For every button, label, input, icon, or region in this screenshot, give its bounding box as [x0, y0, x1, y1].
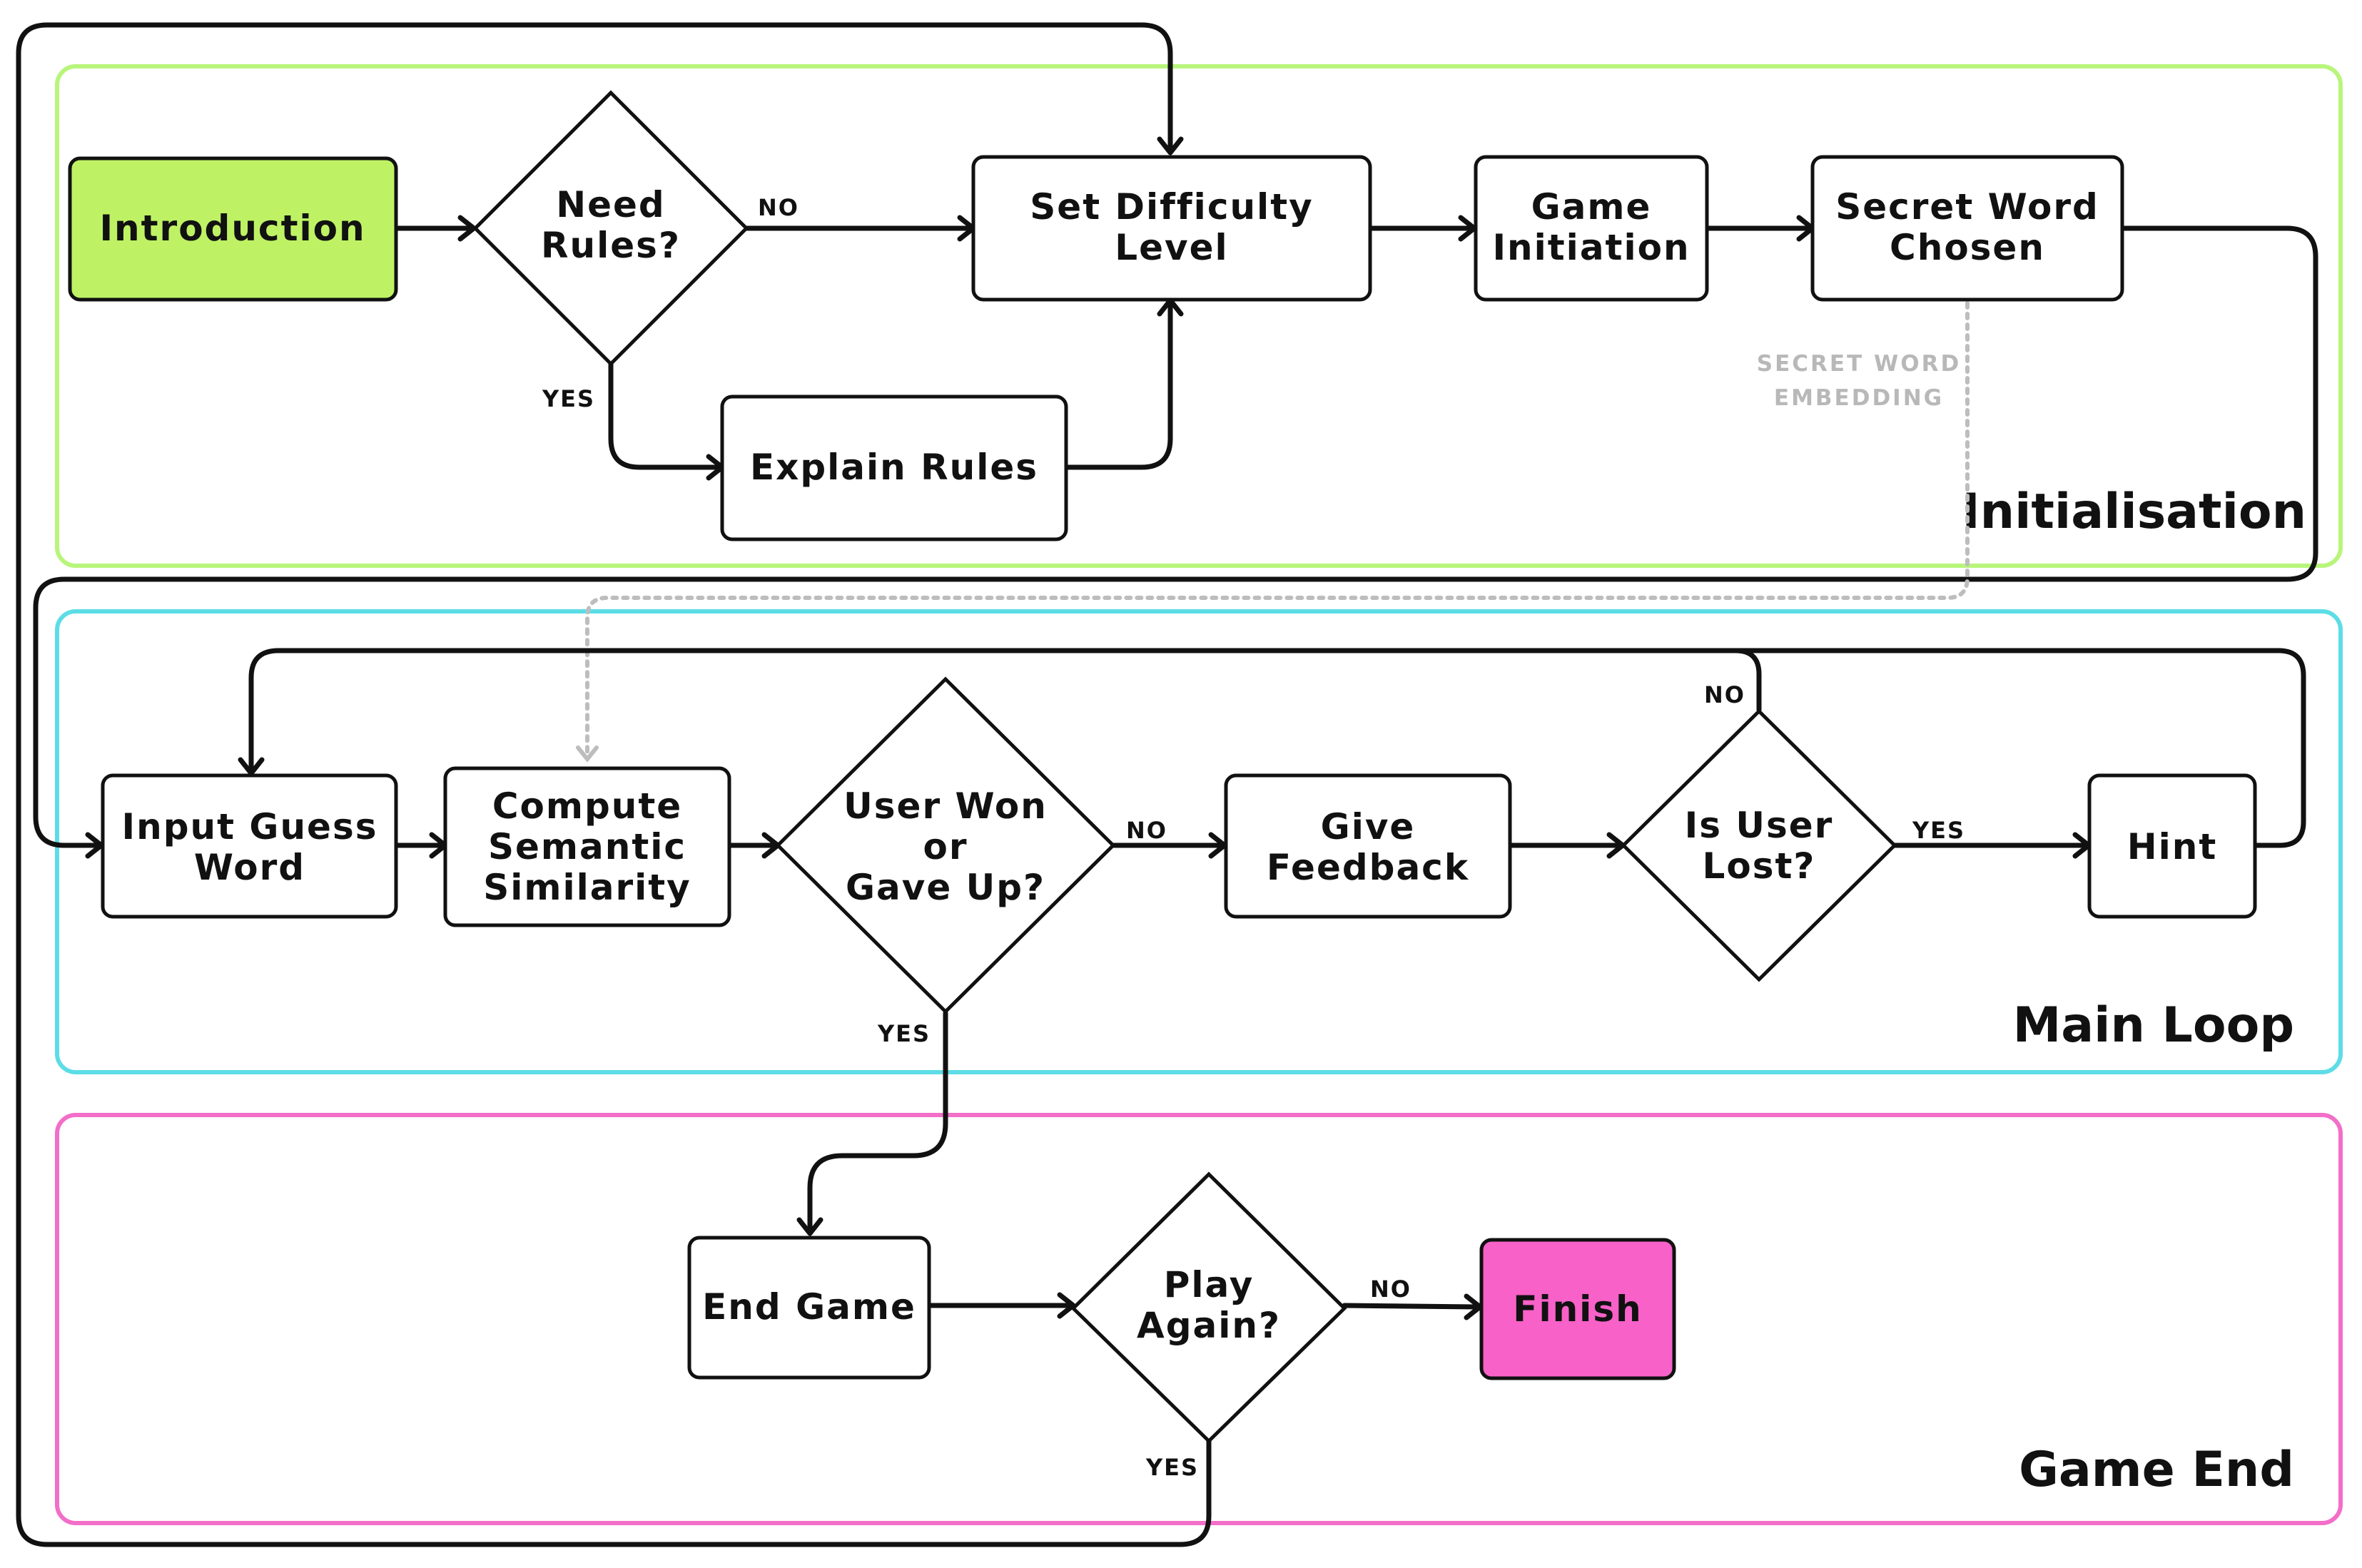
need-rules-label: Need	[556, 184, 665, 225]
edge-label-user-won-yes: YES	[877, 1020, 931, 1047]
end-game-node	[687, 1236, 931, 1380]
edge-user-won-to-end-game	[807, 1010, 948, 1233]
compute-similarity-label: Semantic	[488, 826, 686, 867]
game-initiation-node	[1474, 155, 1709, 302]
edge-label-play-again-no: NO	[1370, 1276, 1411, 1303]
main-loop-section-label: Main Loop	[2013, 997, 2294, 1054]
secret-word-chosen-node	[1810, 155, 2124, 302]
explain-rules-label: Explain Rules	[750, 447, 1038, 488]
set-difficulty-node	[971, 155, 1372, 302]
explain-rules-node	[720, 394, 1068, 541]
set-difficulty-label: Level	[1115, 227, 1228, 268]
edge-need-rules-to-explain-rules	[608, 361, 722, 470]
user-won-label: Gave Up?	[846, 867, 1045, 908]
edge-label-need-rules-yes: YES	[542, 385, 595, 412]
finish-label: Finish	[1513, 1288, 1642, 1330]
secret-word-embedding-label: EMBEDDING	[1774, 385, 1944, 411]
secret-word-chosen-label: Secret Word	[1835, 186, 2099, 228]
need-rules-label: Rules?	[541, 225, 681, 266]
play-again-label: Again?	[1137, 1305, 1281, 1346]
play-again-decision	[1070, 1171, 1347, 1444]
edge-label-user-lost-yes: YES	[1912, 817, 1965, 844]
arrowhead	[238, 757, 265, 776]
introduction-node	[68, 156, 398, 302]
main-loop-section	[55, 609, 2343, 1074]
give-feedback-label: Give	[1321, 806, 1416, 847]
end-game-label: End Game	[702, 1286, 916, 1328]
user-lost-decision	[1621, 708, 1897, 982]
finish-node	[1479, 1238, 1676, 1380]
edge-label-play-again-yes: YES	[1145, 1454, 1199, 1481]
secret-word-embedding-label: SECRET WORD	[1757, 351, 1961, 377]
arrowhead	[1157, 136, 1184, 156]
edge-secret-word-embedding	[585, 301, 1970, 758]
input-guess-word-label: Word	[194, 847, 305, 888]
hint-label: Hint	[2127, 826, 2217, 867]
introduction-label: Introduction	[99, 208, 365, 249]
edge-label-user-won-no: NO	[1126, 817, 1167, 844]
compute-similarity-label: Compute	[492, 785, 682, 827]
game-end-section-label: Game End	[2019, 1442, 2294, 1498]
user-lost-label: Lost?	[1703, 845, 1816, 887]
give-feedback-label: Feedback	[1267, 847, 1469, 888]
user-won-label: User Won	[843, 785, 1048, 827]
game-initiation-label: Initiation	[1492, 227, 1690, 268]
play-again-label: Play	[1164, 1264, 1255, 1305]
edge-label-need-rules-no: NO	[758, 194, 799, 221]
edge-play-again-to-finish	[1342, 1303, 1480, 1310]
user-won-decision	[775, 676, 1116, 1014]
compute-similarity-label: Similarity	[483, 867, 691, 908]
secret-word-chosen-label: Chosen	[1890, 227, 2045, 268]
input-guess-word-node	[101, 773, 398, 919]
edges	[16, 22, 2318, 1547]
compute-similarity-node	[443, 766, 731, 927]
hint-node	[2087, 773, 2257, 919]
edge-explain-rules-to-set-difficulty	[1063, 300, 1173, 470]
edge-user-lost-to-input-guess	[1733, 648, 1762, 713]
game-end-section	[55, 1113, 2343, 1525]
game-initiation-label: Game	[1531, 186, 1652, 228]
input-guess-word-label: Input Guess	[122, 806, 378, 847]
arrowhead	[796, 1217, 823, 1236]
initialisation-section	[55, 64, 2343, 568]
edge-play-again-to-set-difficulty	[16, 22, 1212, 1547]
user-lost-label: Is User	[1685, 805, 1834, 846]
set-difficulty-label: Set Difficulty	[1030, 186, 1313, 228]
edge-hint-to-input-guess	[248, 648, 2306, 848]
give-feedback-node	[1224, 773, 1512, 919]
edge-label-user-lost-no: NO	[1704, 681, 1745, 708]
node-labels: Introduction Need Rules? Set Difficulty …	[99, 184, 2217, 1346]
nodes	[68, 90, 2257, 1444]
arrowhead	[576, 745, 599, 763]
arrowhead	[1057, 1292, 1076, 1319]
edge-secret-word-to-input-guess	[33, 225, 2318, 848]
initialisation-section-label: Initialisation	[1962, 484, 2306, 540]
need-rules-decision	[472, 90, 749, 367]
user-won-label: or	[923, 826, 968, 867]
